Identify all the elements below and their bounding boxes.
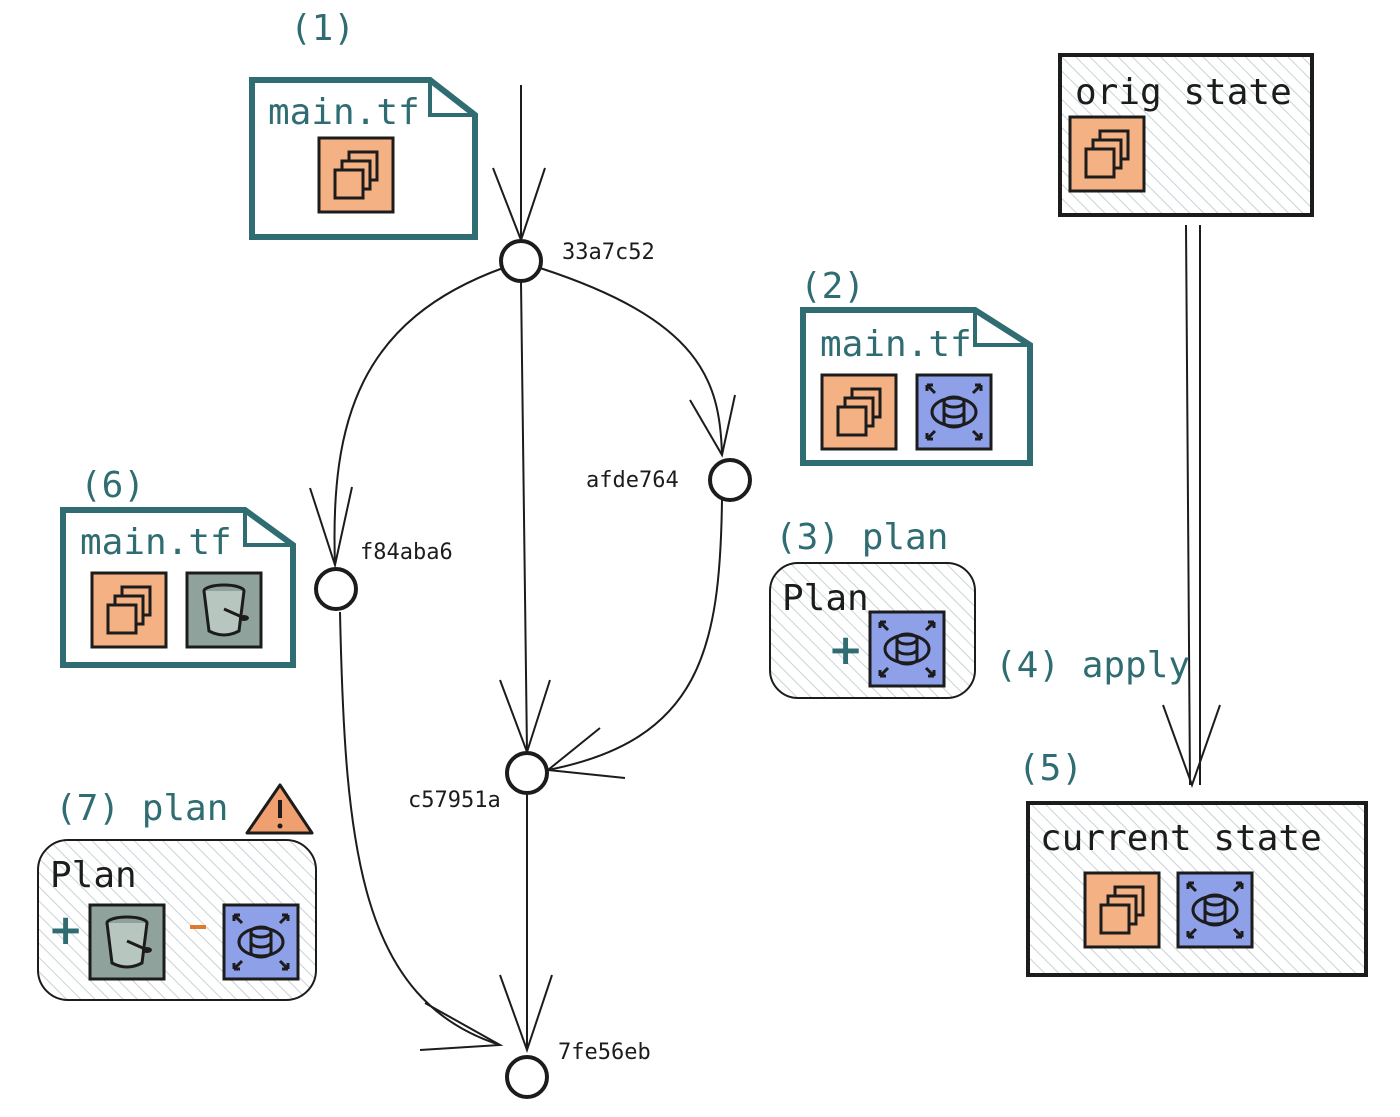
plan-box-3 [769,562,976,699]
arrowhead [309,486,353,569]
file-card-2 [800,307,1033,466]
database-icon [868,610,946,688]
state-title-current: current state [1040,818,1322,859]
arrowhead [419,1002,504,1051]
commit-node-33a7c52 [499,239,543,283]
commit-hash-c57951a: c57951a [408,788,501,813]
ec2-instance-icon [1083,871,1161,949]
file-title-6: main.tf [80,522,232,563]
edge-f84aba6-7fe56eb [339,611,501,1046]
database-icon [222,903,300,981]
commit-hash-33a7c52: 33a7c52 [562,240,655,265]
plan-title-7: Plan [50,855,137,896]
ec2-instance-icon [820,373,898,451]
commit-hash-afde764: afde764 [586,468,679,493]
plan-title-3: Plan [782,578,869,619]
commit-node-7fe56eb [505,1055,549,1099]
s3-bucket-icon [88,903,166,981]
arrowhead [689,394,736,458]
commit-node-f84aba6 [314,567,358,611]
add-operation: + [828,625,864,674]
commit-node-c57951a [505,751,549,795]
state-title-orig: orig state [1075,72,1292,113]
add-operation: + [48,905,84,954]
s3-bucket-icon [185,571,263,649]
commit-node-afde764 [708,458,752,502]
file-title-1: main.tf [268,92,420,133]
commit-hash-7fe56eb: 7fe56eb [558,1040,651,1065]
remove-operation [190,925,206,929]
file-card-6 [60,507,296,668]
file-title-2: main.tf [820,324,972,365]
step-label-6: (6) [80,465,146,506]
orig-state-box [1058,53,1314,217]
current-state-box [1026,801,1368,977]
step-label-7: (7) plan [55,788,229,829]
ec2-instance-icon [90,571,168,649]
database-icon [915,373,993,451]
commit-hash-f84aba6: f84aba6 [360,540,453,565]
edge-33a7c52-afde764 [539,267,723,456]
step-label-3: (3) plan [775,517,949,558]
plan-box-7 [37,839,317,1001]
arrowhead [545,727,626,779]
arrowhead [499,974,553,1054]
warning-icon [245,783,314,835]
edge-afde764-c57951a [547,499,723,771]
file-card-1 [249,77,478,240]
step-label-5: (5) [1018,748,1084,789]
arrowhead [492,167,546,243]
edge-33a7c52-f84aba6 [333,267,504,566]
arrowhead [499,679,551,756]
step-label-1: (1) [290,8,356,49]
step-label-2: (2) [800,266,866,307]
edge-orig-current [1185,224,1191,786]
database-icon [1176,871,1254,949]
commit-graph-edges [309,85,1221,1054]
edge-33a7c52-c57951a [520,281,528,753]
ec2-instance-icon [1068,115,1146,193]
ec2-instance-icon [317,136,395,214]
step-label-4: (4) apply [995,645,1191,686]
arrowhead [1162,704,1221,788]
